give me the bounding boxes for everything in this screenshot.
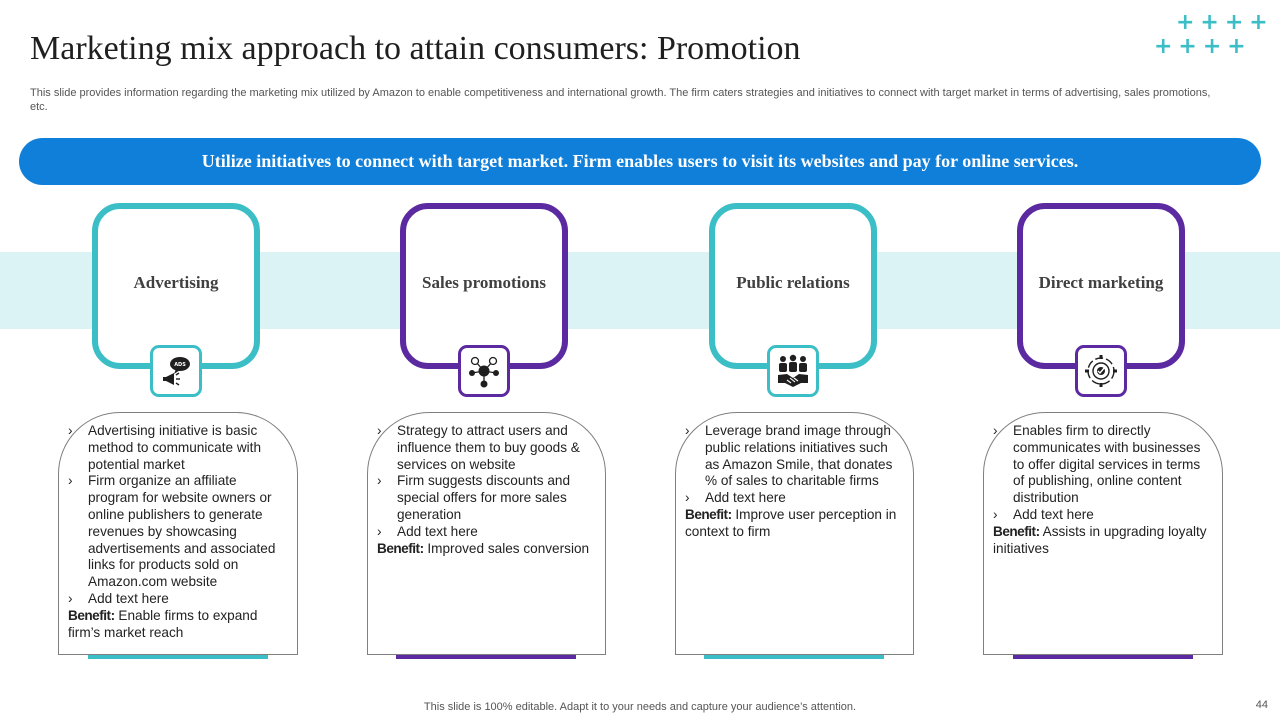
card-description-sales-promotions: ›Strategy to attract users and influence…	[367, 412, 606, 655]
banner: Utilize initiatives to connect with targ…	[19, 138, 1261, 185]
bullet-item: ›Enables firm to directly communicates w…	[993, 423, 1201, 506]
bullet-item: ›Add text here	[68, 590, 169, 606]
slide-subtitle: This slide provides information regardin…	[30, 87, 1211, 113]
card-advertising: Advertising	[92, 203, 260, 369]
footer-note: This slide is 100% editable. Adapt it to…	[423, 701, 857, 713]
accent-underline	[704, 655, 884, 659]
card-description-direct-marketing: ›Enables firm to directly communicates w…	[983, 412, 1223, 655]
plus-decoration: ++++	[1154, 34, 1252, 59]
accent-underline	[396, 655, 576, 659]
card-title: Public relations	[736, 273, 850, 292]
card-title: Direct marketing	[1038, 273, 1164, 292]
card-public-relations: Public relations	[709, 203, 877, 369]
bullet-item: ›Advertising initiative is basic method …	[68, 423, 262, 472]
svg-text:ADS: ADS	[174, 362, 186, 368]
bullet-item: ›Firm organize an affiliate program for …	[68, 473, 276, 590]
bullet-item: ›Firm suggests discounts and special off…	[377, 473, 571, 522]
bullet-item: ›Add text here	[685, 490, 786, 506]
card-title: Advertising	[133, 273, 219, 292]
accent-underline	[1013, 655, 1193, 659]
bullet-item: ›Add text here	[377, 523, 478, 539]
target-cycle-icon	[1075, 345, 1127, 397]
benefit-text: Benefit: Improve user perception in cont…	[685, 506, 897, 539]
card-description-public-relations: ›Leverage brand image through public rel…	[675, 412, 914, 655]
accent-underline	[88, 655, 268, 659]
card-title: Sales promotions	[422, 273, 546, 292]
handshake-people-icon	[767, 345, 819, 397]
benefit-text: Benefit: Assists in upgrading loyalty in…	[993, 523, 1207, 556]
bullet-item: ›Add text here	[993, 506, 1094, 522]
card-sales-promotions: Sales promotions	[400, 203, 568, 369]
ads-megaphone-icon: ADS	[150, 345, 202, 397]
bullet-item: ›Strategy to attract users and influence…	[377, 423, 580, 472]
benefit-text: Benefit: Enable firms to expand firm’s m…	[68, 607, 258, 640]
card-description-advertising: ›Advertising initiative is basic method …	[58, 412, 298, 655]
plus-decoration: ++++	[1176, 10, 1274, 35]
page-number: 44	[1255, 699, 1268, 711]
benefit-text: Benefit: Improved sales conversion	[377, 540, 590, 556]
network-hub-icon	[458, 345, 510, 397]
slide-title: Marketing mix approach to attain consume…	[30, 30, 801, 67]
bullet-item: ›Leverage brand image through public rel…	[685, 423, 893, 489]
card-direct-marketing: Direct marketing	[1017, 203, 1185, 369]
